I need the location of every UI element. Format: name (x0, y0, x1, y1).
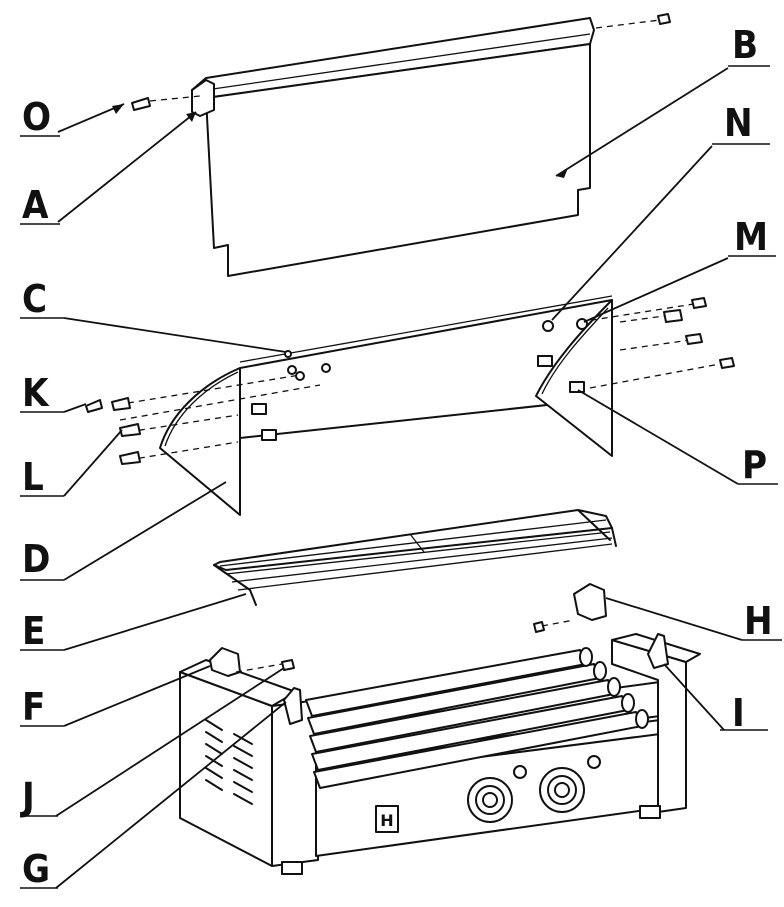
label-j: J (20, 775, 35, 819)
switch-h: H (375, 805, 399, 833)
label-k: K (22, 371, 50, 415)
label-n: N (724, 101, 753, 145)
leader-lines (55, 67, 743, 889)
screw-right-top (595, 13, 671, 29)
label-m: M (734, 215, 768, 259)
label-p: P (742, 443, 767, 487)
label-d: D (22, 537, 50, 581)
part-labels: O A B N M C K L D P E H F I J G (20, 23, 782, 891)
label-g: G (22, 847, 50, 891)
label-o: O (22, 95, 51, 139)
label-h: H (744, 599, 773, 643)
svg-text:H: H (380, 811, 393, 830)
panel-screws-and-pins (85, 297, 735, 465)
knob-right (539, 767, 585, 813)
rollers (305, 647, 649, 789)
label-i: I (732, 691, 745, 735)
label-b: B (732, 23, 758, 67)
part-c-middle-panel (159, 295, 613, 516)
label-l: L (22, 455, 44, 499)
label-c: C (22, 277, 47, 321)
knob-left (467, 777, 513, 823)
label-a: A (22, 183, 49, 227)
label-e: E (22, 609, 45, 653)
part-b-top-panel (191, 17, 595, 277)
label-f: F (22, 685, 45, 729)
part-e-wire-rack (213, 509, 617, 606)
vent-slots (205, 719, 253, 805)
part-o-screw (131, 95, 201, 111)
